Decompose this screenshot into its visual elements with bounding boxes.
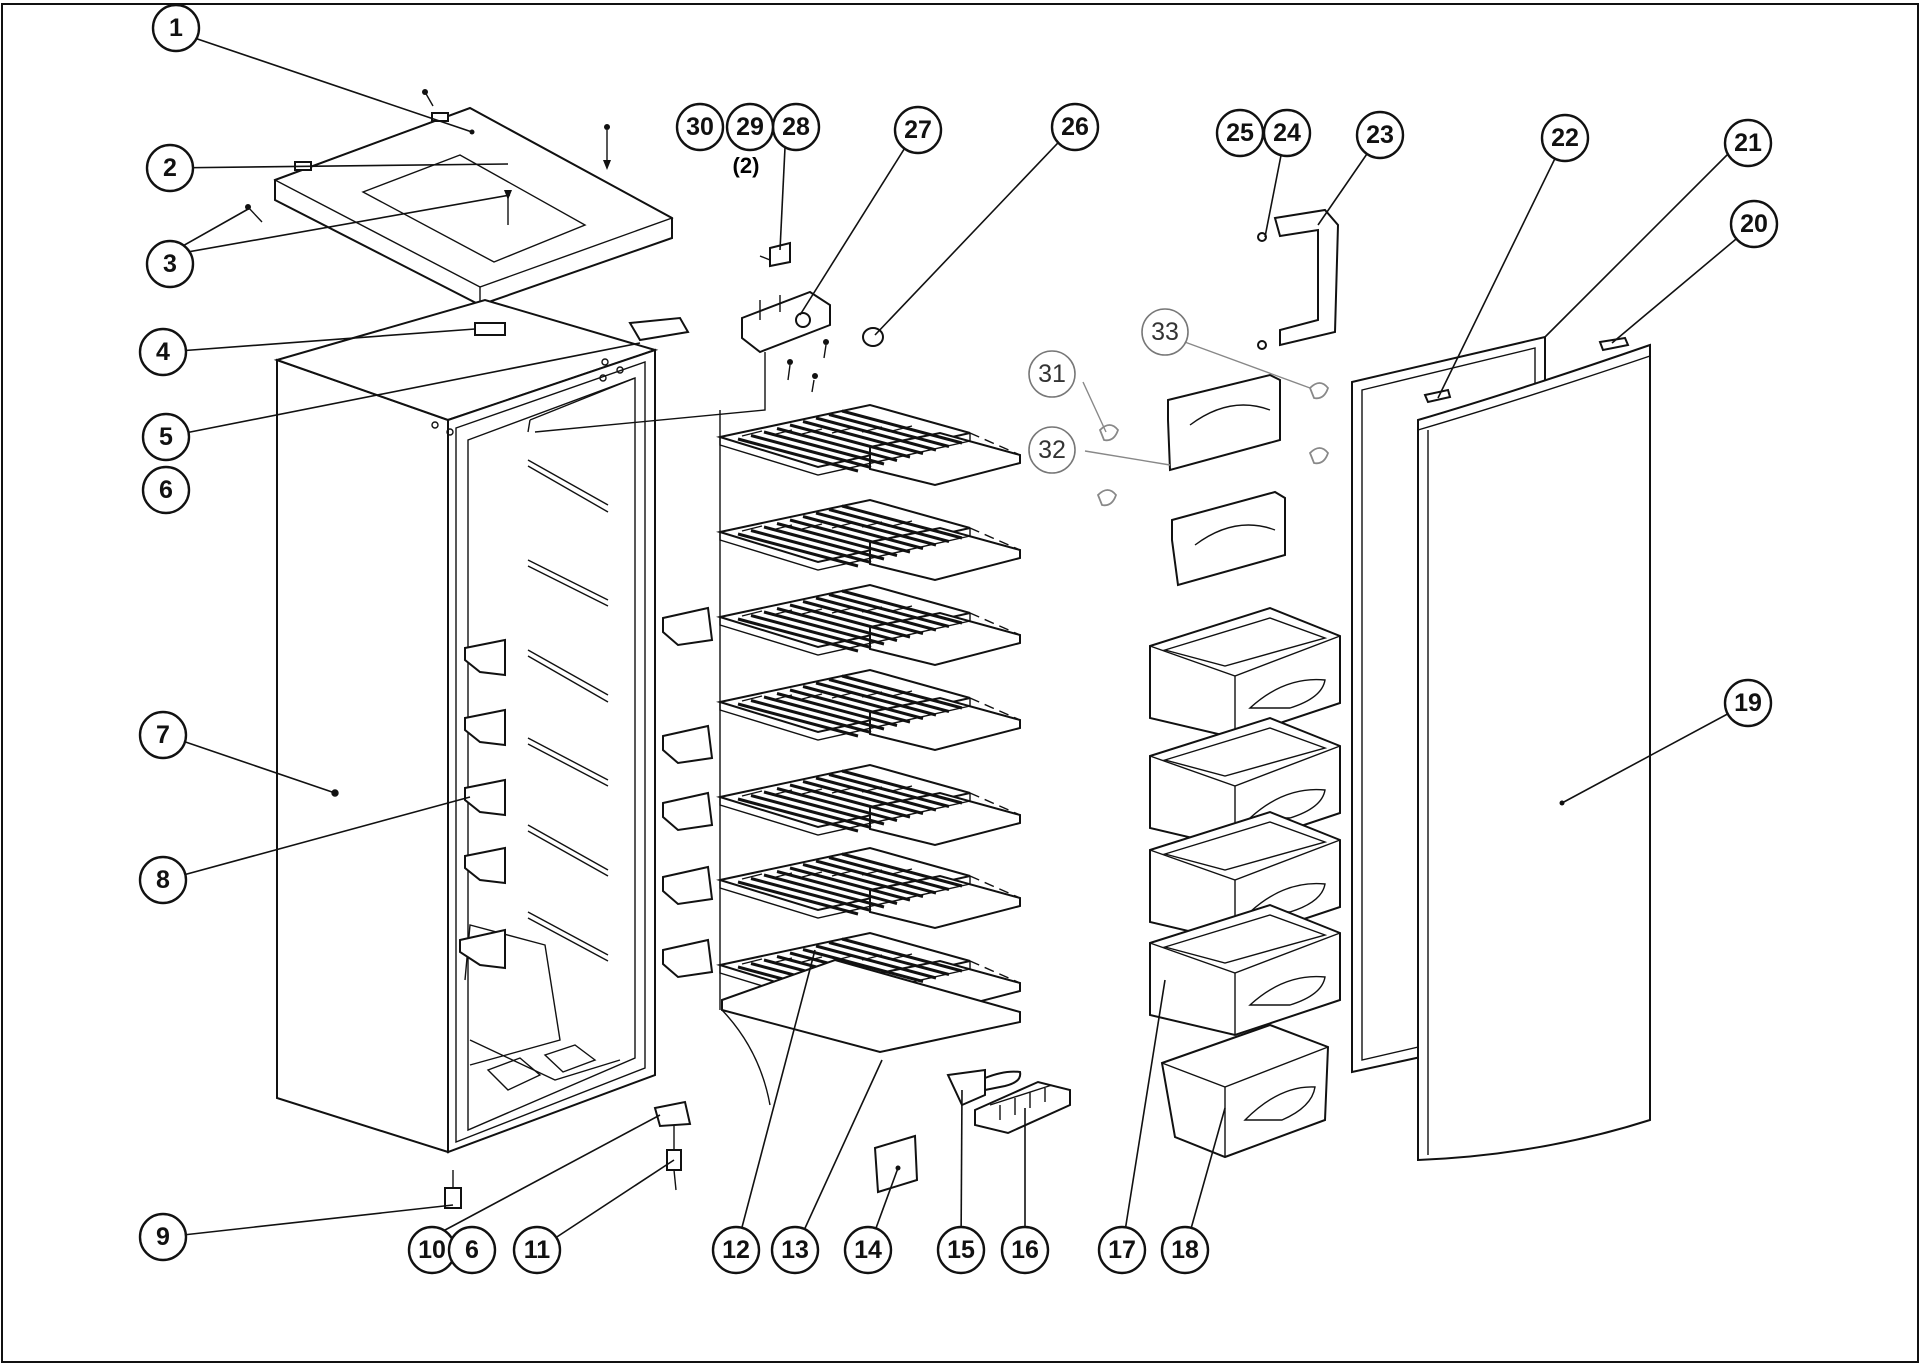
callout-28: 28 (771, 102, 821, 152)
top-plug (474, 322, 506, 336)
callout-25: 25 (1215, 108, 1265, 158)
svg-text:12: 12 (722, 1236, 750, 1264)
top-cover (273, 106, 674, 307)
callout-2: 2 (145, 143, 195, 193)
svg-text:16: 16 (1011, 1236, 1039, 1264)
callout-20: 20 (1729, 199, 1779, 249)
freezer-drawer (1149, 716, 1341, 850)
callout-31: 31 (1028, 350, 1076, 398)
callout-8: 8 (138, 855, 188, 905)
callout-32: 32 (1028, 426, 1076, 474)
callout-16: 16 (1000, 1225, 1050, 1275)
svg-text:31: 31 (1038, 360, 1066, 388)
callout-5: 5 (141, 412, 191, 462)
callout-26: 26 (1050, 102, 1100, 152)
svg-text:4: 4 (156, 338, 170, 366)
drawing-frame (1, 3, 1919, 1363)
svg-text:33: 33 (1151, 318, 1179, 346)
svg-text:2: 2 (163, 154, 177, 182)
svg-text:28: 28 (782, 113, 810, 141)
callout-22: 22 (1540, 113, 1590, 163)
svg-text:23: 23 (1366, 121, 1394, 149)
callout-10: 10 (407, 1225, 457, 1275)
callout-13: 13 (770, 1225, 820, 1275)
svg-text:19: 19 (1734, 689, 1762, 717)
svg-text:10: 10 (418, 1236, 446, 1264)
ice-scraper (946, 1068, 1022, 1107)
shelf-supports-detached (662, 606, 714, 979)
bin-clips (1096, 382, 1330, 507)
callout-3: 3 (145, 239, 195, 289)
callout-23: 23 (1355, 110, 1405, 160)
svg-text:24: 24 (1273, 119, 1301, 147)
svg-text:26: 26 (1061, 113, 1089, 141)
callout-15: 15 (936, 1225, 986, 1275)
instruction-card (873, 1134, 919, 1194)
svg-text:3: 3 (163, 250, 177, 278)
callout-1: 1 (151, 3, 201, 53)
callout-33: 33 (1141, 308, 1189, 356)
svg-text:7: 7 (156, 721, 170, 749)
callout-12: 12 (711, 1225, 761, 1275)
top-hinge-bracket (628, 316, 690, 342)
callout-17: 17 (1097, 1225, 1147, 1275)
callout-9: 9 (138, 1212, 188, 1262)
svg-text:6: 6 (159, 476, 173, 504)
callout-24: 24 (1262, 108, 1312, 158)
svg-text:14: 14 (854, 1236, 882, 1264)
svg-text:9: 9 (156, 1223, 170, 1251)
svg-text:30: 30 (686, 113, 714, 141)
door-panel (1417, 336, 1651, 1162)
svg-text:32: 32 (1038, 436, 1066, 464)
callout-11: 11 (512, 1225, 562, 1275)
svg-text:21: 21 (1734, 129, 1762, 157)
callout-21: 21 (1723, 118, 1773, 168)
svg-text:5: 5 (159, 423, 173, 451)
evaporator-shelf (716, 846, 1021, 930)
shelf-supports-left (459, 638, 506, 970)
evaporator-shelves (716, 403, 1021, 1015)
svg-text:18: 18 (1171, 1236, 1199, 1264)
callout-18: 18 (1160, 1225, 1210, 1275)
svg-text:1: 1 (169, 14, 183, 42)
svg-text:11: 11 (524, 1236, 551, 1264)
freezer-drawers (1149, 606, 1341, 1159)
evaporator-shelf (716, 583, 1021, 667)
thermostat-assembly (534, 241, 884, 433)
svg-text:8: 8 (156, 866, 170, 894)
evaporator-shelf (716, 403, 1021, 487)
callout-7: 7 (138, 710, 188, 760)
svg-text:13: 13 (781, 1236, 809, 1264)
svg-text:27: 27 (904, 116, 932, 144)
callout-6-top: 6 (141, 465, 191, 515)
callout-6-bottom: 6 (447, 1225, 497, 1275)
freezer-drawer (1149, 903, 1341, 1037)
callout-30: 30 (675, 102, 725, 152)
bottom-hinge (653, 1100, 692, 1191)
evaporator-shelf (716, 668, 1021, 752)
callout-14: 14 (843, 1225, 893, 1275)
callout-19: 19 (1723, 678, 1773, 728)
evaporator-shelf (716, 498, 1021, 582)
door-handle (1257, 208, 1340, 350)
freezer-drawer (1149, 606, 1341, 740)
freezer-drawer-bottom (1160, 1023, 1330, 1159)
evaporator-shelf (716, 763, 1021, 847)
svg-text:22: 22 (1551, 124, 1579, 152)
svg-text:20: 20 (1740, 210, 1768, 238)
quantity-note: (2) (733, 153, 760, 178)
svg-text:6: 6 (465, 1236, 479, 1264)
svg-text:29: 29 (736, 113, 764, 141)
callout-29: 29 (725, 102, 775, 152)
callout-4: 4 (138, 327, 188, 377)
door-bins-small (1167, 373, 1286, 587)
svg-text:15: 15 (947, 1236, 975, 1264)
adjustable-foot (444, 1170, 462, 1209)
svg-text:17: 17 (1108, 1236, 1136, 1264)
callout-27: 27 (893, 105, 943, 155)
svg-text:25: 25 (1226, 119, 1254, 147)
ice-tray (974, 1080, 1071, 1135)
